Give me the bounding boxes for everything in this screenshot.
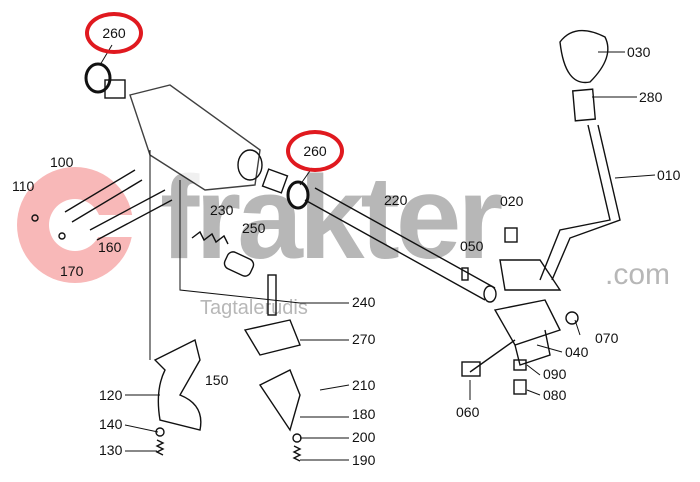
label-080: 080 [543, 387, 567, 403]
label-120: 120 [99, 387, 123, 403]
label-250: 250 [242, 220, 266, 236]
label-040: 040 [565, 344, 589, 360]
label-020: 020 [500, 193, 524, 209]
label-010: 010 [657, 167, 681, 183]
label-210: 210 [352, 377, 376, 393]
label-220: 220 [384, 192, 408, 208]
watermark-domain: .com [605, 258, 671, 291]
label-100: 100 [50, 154, 74, 170]
label-070: 070 [595, 330, 619, 346]
label-170: 170 [60, 263, 84, 279]
callout-260-top: 260 [85, 12, 143, 54]
label-160: 160 [98, 239, 122, 255]
callout-260-label: 260 [102, 25, 126, 41]
label-270: 270 [352, 331, 376, 347]
label-110: 110 [12, 178, 35, 194]
label-180: 180 [352, 406, 376, 422]
label-200: 200 [352, 429, 376, 445]
label-030: 030 [627, 44, 651, 60]
label-050: 050 [460, 238, 484, 254]
callout-260-label: 260 [303, 143, 327, 159]
label-190: 190 [352, 452, 376, 468]
label-140: 140 [99, 416, 123, 432]
label-240: 240 [352, 294, 376, 310]
label-280: 280 [639, 89, 663, 105]
label-060: 060 [456, 404, 480, 420]
callout-260-mid: 260 [286, 130, 344, 172]
label-130: 130 [99, 442, 123, 458]
label-090: 090 [543, 366, 567, 382]
label-230: 230 [210, 202, 234, 218]
label-150: 150 [205, 372, 229, 388]
watermark-sub: Tagtalerudis [200, 297, 308, 319]
